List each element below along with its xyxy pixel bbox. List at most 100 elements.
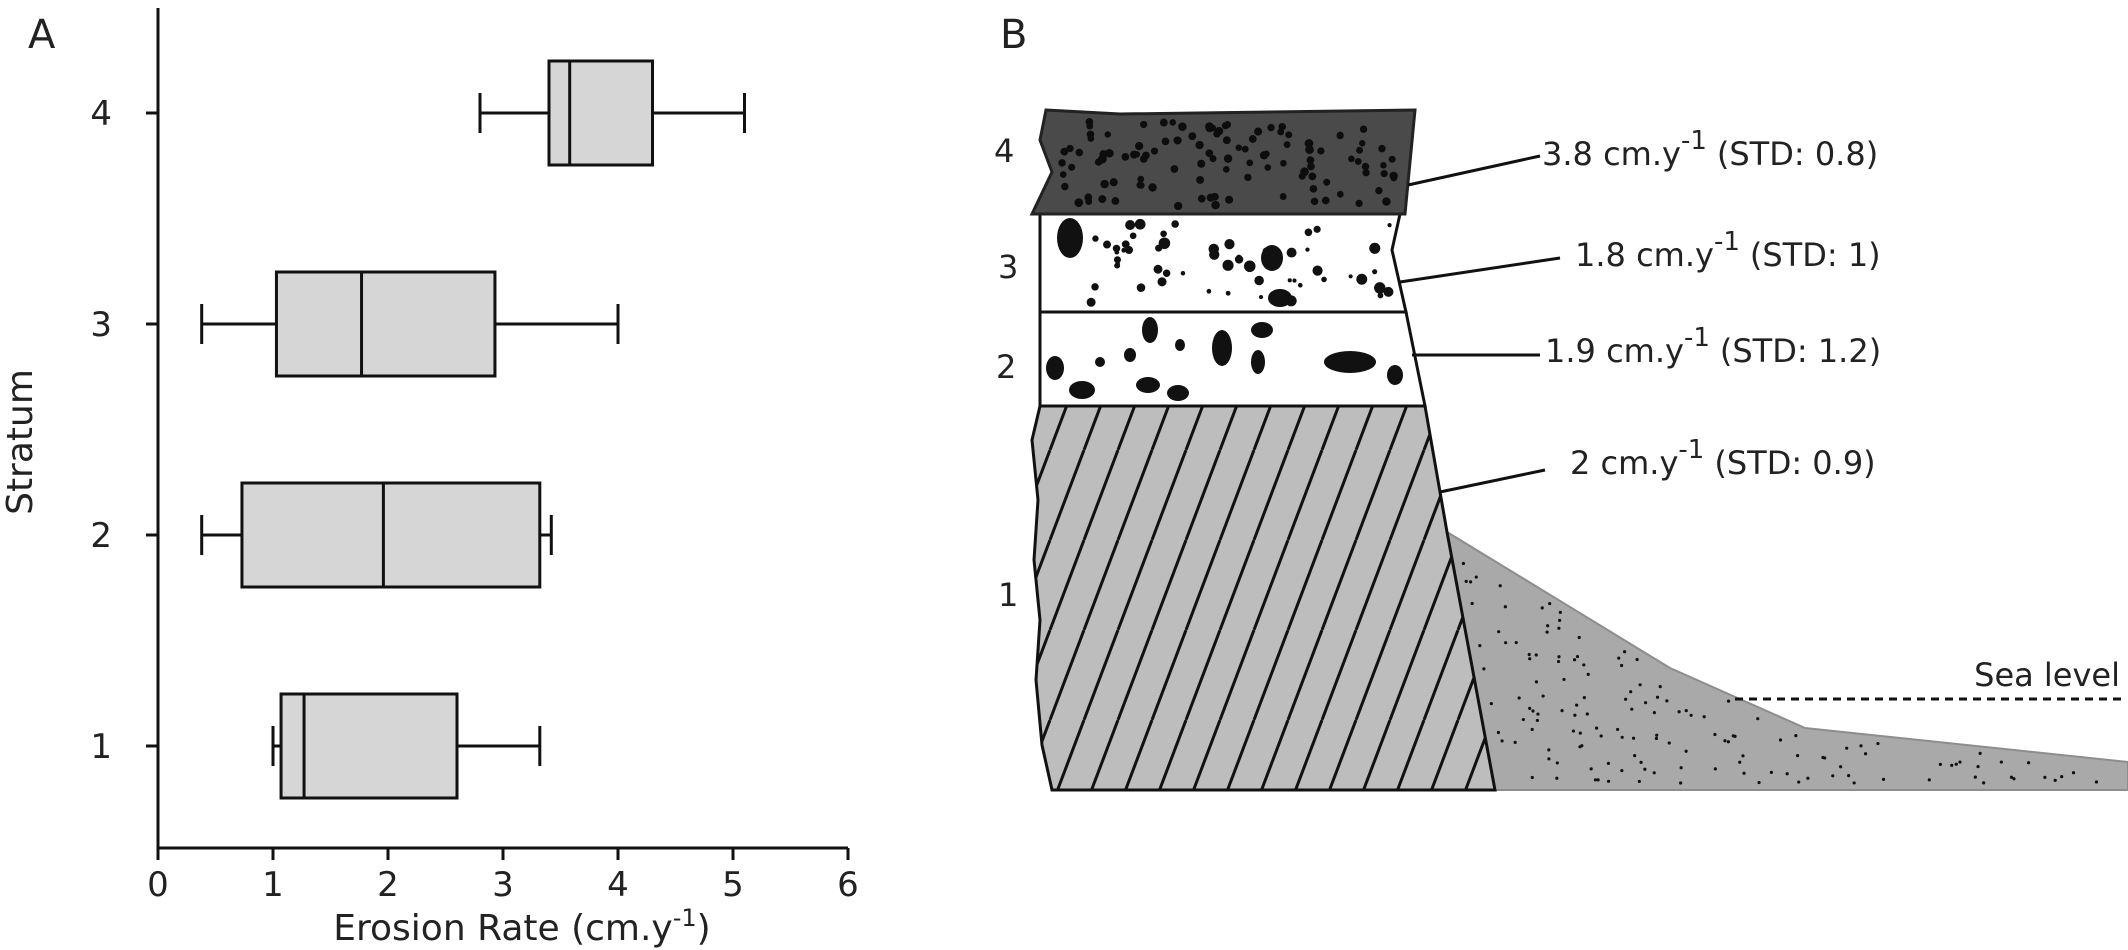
x-axis-label: Erosion Rate (cm.y-1) — [333, 904, 710, 949]
sand-dot — [1558, 610, 1562, 615]
sand-dot — [1528, 657, 1532, 661]
box-iqr — [274, 270, 497, 378]
pebble — [1285, 295, 1297, 307]
grain-dot — [1178, 122, 1187, 132]
sand-dot — [1534, 680, 1539, 684]
grain-dot — [1140, 120, 1148, 129]
sand-dot — [1769, 770, 1774, 774]
pebble — [1387, 223, 1392, 228]
pebble — [1069, 381, 1095, 399]
grain-dot — [1135, 141, 1144, 151]
pebble — [1321, 276, 1327, 283]
grain-dot — [1169, 119, 1177, 126]
grain-dot — [1310, 197, 1319, 206]
grain-dot — [1142, 151, 1150, 160]
pebble — [1091, 283, 1099, 291]
grain-dot — [1380, 162, 1387, 169]
sand-dot — [1620, 768, 1624, 773]
pebble — [1262, 247, 1272, 257]
x-tick-label: 2 — [377, 865, 399, 905]
pebble — [1369, 242, 1381, 254]
sand-dot — [1461, 561, 1466, 566]
box-stratum-2 — [200, 481, 553, 589]
rate-annotation-1: 2 cm.y-1(STD: 0.9) — [1570, 435, 1876, 482]
sand-dot — [1742, 771, 1746, 775]
sand-dot — [1806, 776, 1810, 780]
sand-dot — [1571, 729, 1576, 733]
sand-dot — [1489, 701, 1493, 706]
grain-dot — [1223, 154, 1233, 163]
pebble — [1092, 235, 1099, 242]
sand-dot — [1689, 713, 1693, 717]
pebble — [1057, 218, 1083, 258]
sand-dot — [1497, 630, 1501, 634]
grain-dot — [1300, 167, 1309, 177]
pebble — [1158, 237, 1171, 250]
sand-dot — [1976, 764, 1980, 769]
panel-a-label: A — [28, 12, 56, 58]
x-tick-label: 1 — [262, 865, 284, 905]
sand-dot — [1530, 775, 1534, 780]
pebble — [1167, 385, 1189, 401]
sand-dot — [2053, 778, 2057, 782]
sand-dot — [1785, 772, 1789, 776]
sand-dot — [1540, 606, 1544, 610]
y-tick-label: 2 — [90, 516, 112, 556]
grain-dot — [1308, 172, 1317, 181]
pebble — [1356, 273, 1368, 285]
pebble — [1103, 240, 1112, 249]
grain-dot — [1264, 164, 1272, 171]
sand-dot — [1548, 601, 1552, 606]
pebble — [1180, 270, 1186, 276]
sand-dot — [1982, 781, 1986, 785]
grain-dot — [1241, 145, 1249, 153]
grain-dot — [1267, 123, 1275, 132]
pebble — [1387, 365, 1403, 385]
sand-dot — [1652, 710, 1656, 715]
grain-dot — [1307, 162, 1315, 171]
grain-dot — [1221, 122, 1230, 130]
sand-dot — [1629, 690, 1633, 694]
sand-dot — [1638, 683, 1642, 687]
grain-dot — [1059, 171, 1067, 178]
pebble — [1377, 292, 1384, 299]
sand-dot — [1655, 695, 1660, 699]
sand-dot — [1556, 659, 1561, 664]
pebble — [1095, 357, 1105, 367]
sand-dot — [1950, 763, 1954, 767]
pebble — [1286, 247, 1297, 258]
pebble — [1251, 322, 1273, 338]
grain-dot — [1280, 159, 1287, 167]
sand-dot — [1555, 776, 1559, 780]
sand-dot — [1521, 717, 1525, 722]
sand-dot — [1536, 712, 1540, 716]
sand-dot — [1496, 730, 1501, 735]
grain-dot — [1197, 159, 1206, 168]
grain-dot — [1085, 198, 1093, 205]
sand-dot — [1582, 696, 1586, 700]
grain-dot — [1309, 185, 1318, 193]
sand-dot — [1575, 703, 1579, 707]
stratum-label-1: 1 — [998, 576, 1018, 614]
grain-dot — [1323, 178, 1331, 186]
sand-dot — [1654, 736, 1659, 741]
pebble — [1153, 264, 1163, 274]
sand-dot — [1679, 766, 1683, 770]
grain-dot — [1209, 155, 1217, 163]
box-iqr — [547, 59, 654, 167]
sand-dot — [1578, 745, 1582, 749]
sand-dot — [1560, 709, 1564, 713]
grain-dot — [1336, 190, 1344, 198]
pebble — [1136, 377, 1160, 393]
grain-dot — [1074, 198, 1084, 208]
stratum-2-pebbles — [1046, 317, 1403, 401]
sand-dot — [1470, 601, 1474, 606]
pebble — [1287, 278, 1292, 283]
sand-dot — [1723, 739, 1727, 743]
grain-dot — [1121, 153, 1130, 161]
sand-dot — [2043, 775, 2047, 779]
grain-dot — [1378, 144, 1386, 153]
sand-dot — [1631, 736, 1636, 740]
grain-dot — [1235, 144, 1243, 151]
sand-dot — [1596, 778, 1600, 782]
